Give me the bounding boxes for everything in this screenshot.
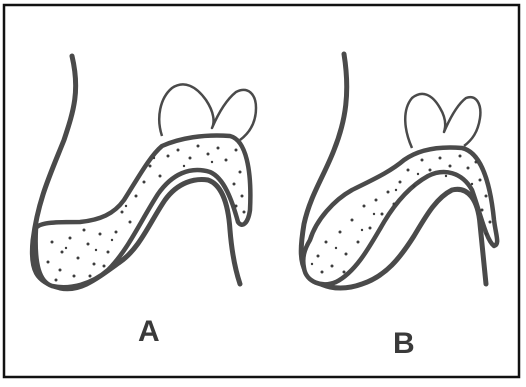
panel-a-bone-region: [36, 135, 251, 287]
panel-a-tooth-crown: [159, 84, 256, 140]
panel-b-label: B: [393, 329, 415, 359]
panel-b: [301, 54, 497, 288]
figure-frame: [4, 5, 519, 377]
panel-a: [32, 56, 256, 289]
panel-b-tooth-crown: [405, 94, 480, 148]
panel-a-label: A: [138, 317, 160, 347]
